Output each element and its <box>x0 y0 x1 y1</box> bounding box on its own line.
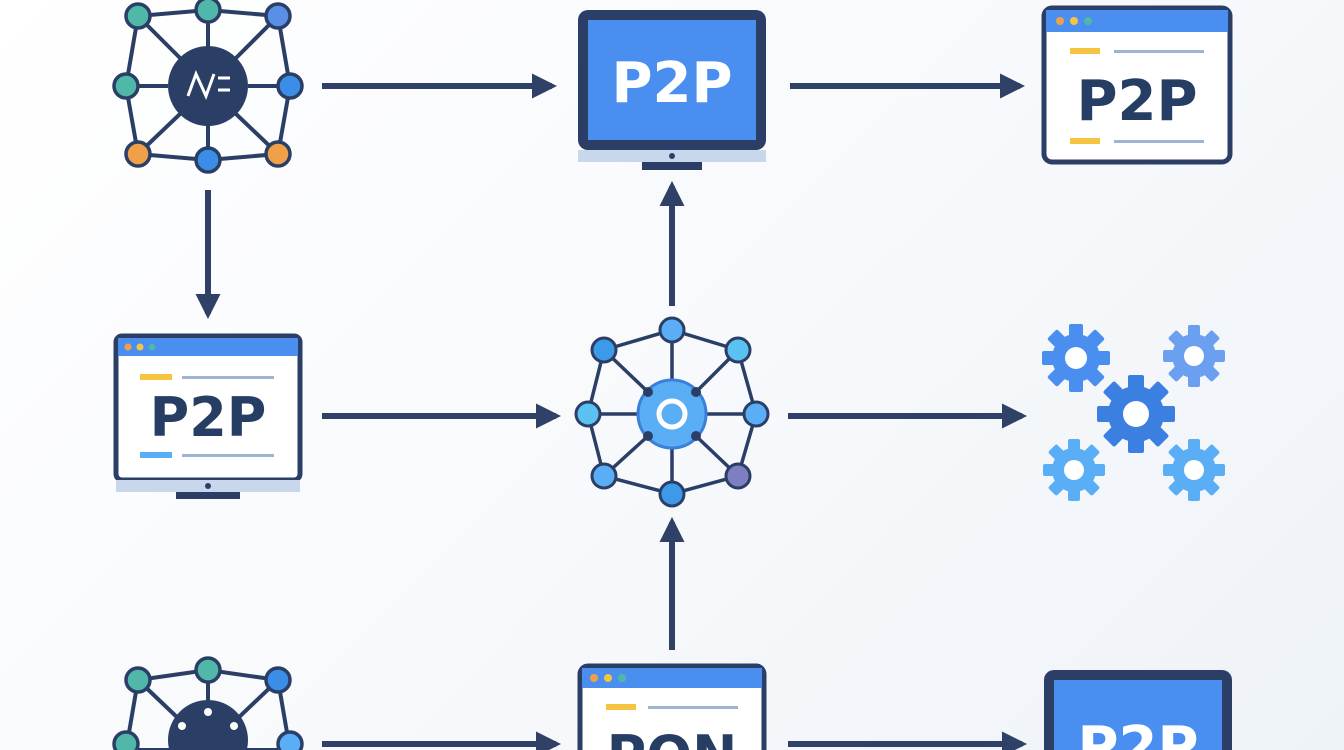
network-icon <box>112 0 304 174</box>
window-bottom-label: PON <box>607 724 738 750</box>
monitor-bottom-label: P2P <box>1077 715 1198 750</box>
browser-window-icon: PON <box>577 663 767 750</box>
window-top-label: P2P <box>1076 69 1197 134</box>
browser-window-icon: P2P <box>1041 5 1233 165</box>
gears-icon <box>1042 324 1225 501</box>
monitor-icon: P2P <box>113 333 303 499</box>
arrows <box>195 73 1028 750</box>
monitor-top-label: P2P <box>611 51 732 116</box>
monitor-icon: P2P <box>1044 670 1232 750</box>
monitor-icon: P2P <box>578 10 766 170</box>
hub-network-icon <box>574 316 770 508</box>
network-icon <box>112 656 304 750</box>
monitor-mid-label: P2P <box>150 386 267 449</box>
